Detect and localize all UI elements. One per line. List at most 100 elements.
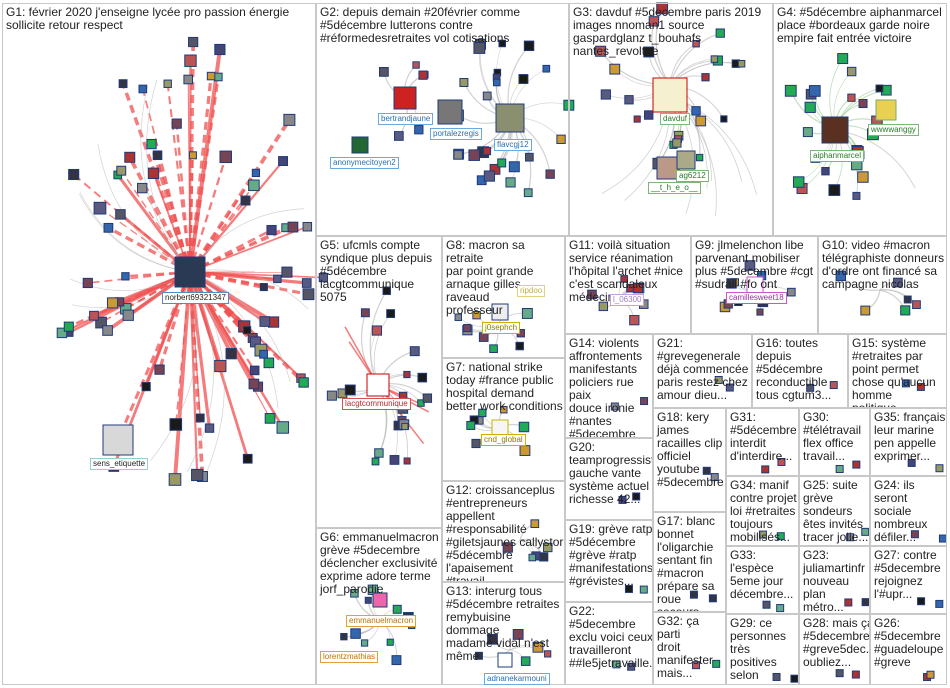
node-label-l06300[interactable]: l_06300: [610, 294, 645, 306]
g12-node[interactable]: [530, 519, 540, 529]
g5-node[interactable]: [382, 286, 391, 295]
g1-node[interactable]: [298, 377, 309, 388]
g3-node[interactable]: [691, 106, 701, 116]
small-group-node[interactable]: [762, 600, 771, 609]
g11-node[interactable]: [629, 315, 640, 326]
small-group-node[interactable]: [612, 660, 621, 669]
g1-node[interactable]: [171, 118, 182, 129]
g3-node[interactable]: [695, 115, 707, 127]
hub-node-flavcgj[interactable]: [495, 103, 525, 133]
g2-node[interactable]: [497, 158, 507, 168]
g3-node[interactable]: [609, 63, 621, 75]
g2-node[interactable]: [482, 147, 492, 156]
g8-node[interactable]: [472, 310, 481, 320]
g9-node[interactable]: [744, 260, 756, 271]
small-group-node[interactable]: [758, 530, 767, 539]
g5-node[interactable]: [422, 393, 433, 403]
small-group-node[interactable]: [632, 492, 641, 501]
g5-node[interactable]: [409, 346, 420, 357]
g2-node[interactable]: [418, 70, 428, 80]
g1-node[interactable]: [287, 221, 299, 233]
g1-node[interactable]: [82, 277, 93, 289]
hub-node-wwwv[interactable]: [875, 99, 897, 121]
g3-node[interactable]: [656, 2, 669, 15]
g1-node[interactable]: [146, 138, 157, 150]
g3-node[interactable]: [710, 55, 719, 63]
g10-node[interactable]: [835, 270, 847, 282]
g13-node[interactable]: [544, 650, 552, 658]
small-group-node[interactable]: [835, 464, 844, 473]
g1-node[interactable]: [214, 43, 226, 56]
g6-node[interactable]: [350, 589, 359, 598]
g1-node[interactable]: [116, 165, 127, 176]
g1-node[interactable]: [188, 36, 199, 48]
g5-node[interactable]: [401, 422, 409, 431]
g5-node[interactable]: [389, 455, 400, 465]
g6-node[interactable]: [340, 632, 348, 641]
g12-node[interactable]: [543, 542, 553, 553]
hub-node-ag[interactable]: [676, 150, 696, 170]
g13-node[interactable]: [475, 651, 483, 660]
g1-node[interactable]: [225, 348, 237, 360]
g1-node[interactable]: [214, 359, 227, 373]
g1-node[interactable]: [259, 283, 268, 292]
g1-node[interactable]: [243, 326, 252, 335]
small-group-node[interactable]: [725, 383, 734, 392]
small-group-node[interactable]: [935, 464, 944, 473]
g7-node[interactable]: [500, 405, 508, 414]
hub-node-bertrand[interactable]: [393, 86, 417, 110]
g4-node[interactable]: [847, 93, 856, 102]
small-group-node[interactable]: [907, 458, 916, 467]
g1-node[interactable]: [56, 327, 68, 339]
g11-node[interactable]: [632, 283, 644, 294]
g1-node[interactable]: [163, 79, 172, 88]
g4-node[interactable]: [792, 176, 805, 188]
g1-node[interactable]: [283, 113, 296, 126]
g1-node[interactable]: [103, 222, 114, 233]
small-group-node[interactable]: [776, 604, 785, 613]
g4-node[interactable]: [858, 99, 868, 109]
g2-node[interactable]: [412, 61, 420, 69]
g10-node[interactable]: [912, 300, 921, 309]
hub-node-davduf[interactable]: [652, 77, 688, 113]
g4-node[interactable]: [784, 84, 797, 97]
g8-node[interactable]: [521, 308, 533, 319]
node-label-j0seph[interactable]: j0sephch: [482, 322, 521, 334]
g8-node[interactable]: [454, 313, 463, 321]
g1-node[interactable]: [318, 272, 328, 283]
g5-node[interactable]: [360, 308, 370, 318]
g2-node[interactable]: [459, 78, 469, 88]
node-label-flavcgj[interactable]: flavcgj12: [494, 139, 532, 151]
small-group-node[interactable]: [640, 397, 649, 406]
g9-node[interactable]: [756, 308, 764, 316]
g4-node[interactable]: [802, 127, 813, 138]
small-group-node[interactable]: [710, 473, 719, 482]
g7-node[interactable]: [466, 421, 476, 430]
g1-node[interactable]: [137, 182, 148, 194]
hub-node-sens[interactable]: [102, 424, 134, 456]
small-group-node[interactable]: [835, 669, 844, 678]
g5-node[interactable]: [386, 309, 396, 318]
g4-node[interactable]: [837, 53, 849, 65]
small-group-node[interactable]: [714, 376, 723, 385]
g1-node[interactable]: [183, 74, 194, 85]
g1-node[interactable]: [184, 54, 197, 67]
small-group-node[interactable]: [702, 466, 711, 475]
g10-node[interactable]: [903, 295, 912, 304]
g3-node[interactable]: [720, 115, 728, 123]
g3-node[interactable]: [595, 45, 607, 57]
g1-node[interactable]: [147, 167, 160, 179]
g1-node[interactable]: [204, 423, 215, 433]
g1-node[interactable]: [276, 421, 290, 434]
g3-node[interactable]: [643, 46, 655, 58]
small-group-node[interactable]: [712, 659, 721, 668]
g5-node[interactable]: [403, 457, 411, 465]
g1-node[interactable]: [195, 413, 205, 423]
g13-node[interactable]: [520, 656, 531, 666]
small-group-node[interactable]: [761, 465, 770, 474]
g5-node[interactable]: [417, 372, 428, 383]
g1-node[interactable]: [122, 309, 134, 321]
g1-node[interactable]: [188, 151, 197, 160]
g1-node[interactable]: [301, 278, 312, 288]
g2-node[interactable]: [453, 150, 463, 160]
